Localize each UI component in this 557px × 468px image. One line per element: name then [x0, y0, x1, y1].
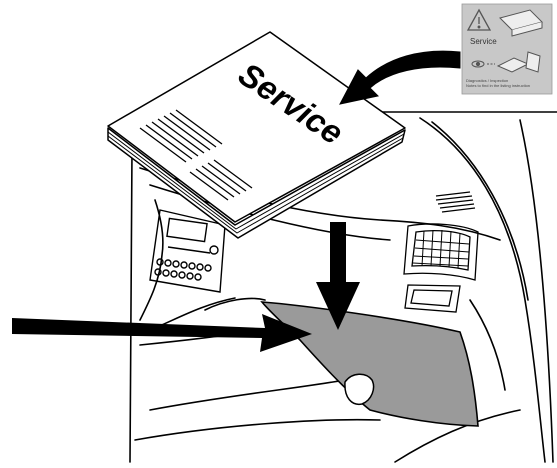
passenger-hand — [345, 374, 374, 404]
sticker-footer-line-2: Notes to find in the listing instruction — [466, 83, 530, 88]
radio-display — [167, 218, 207, 241]
vent-grille-lines — [413, 230, 469, 268]
lower-dash-3 — [135, 420, 380, 440]
right-dash-line — [470, 300, 505, 390]
service-sticker: Service Diagnostics / Inspection Notes t… — [462, 4, 552, 94]
lower-dash-2 — [150, 380, 345, 410]
left-frame-line — [130, 150, 132, 462]
radio-knob — [210, 246, 218, 254]
vent-lower-box — [405, 285, 460, 312]
radio-buttons-row-1 — [157, 259, 211, 271]
radio-buttons-row-2 — [155, 269, 201, 280]
door-edge — [520, 120, 553, 462]
vent-lower-inner — [411, 290, 452, 306]
sticker-label: Service — [470, 37, 497, 46]
service-manual: Service — [108, 32, 405, 238]
right-pointing-arrow-icon — [12, 314, 312, 352]
radio-slot — [168, 247, 210, 253]
defroster-grille — [436, 192, 475, 212]
glovebox-compartment — [262, 302, 478, 426]
air-vent — [404, 224, 478, 312]
